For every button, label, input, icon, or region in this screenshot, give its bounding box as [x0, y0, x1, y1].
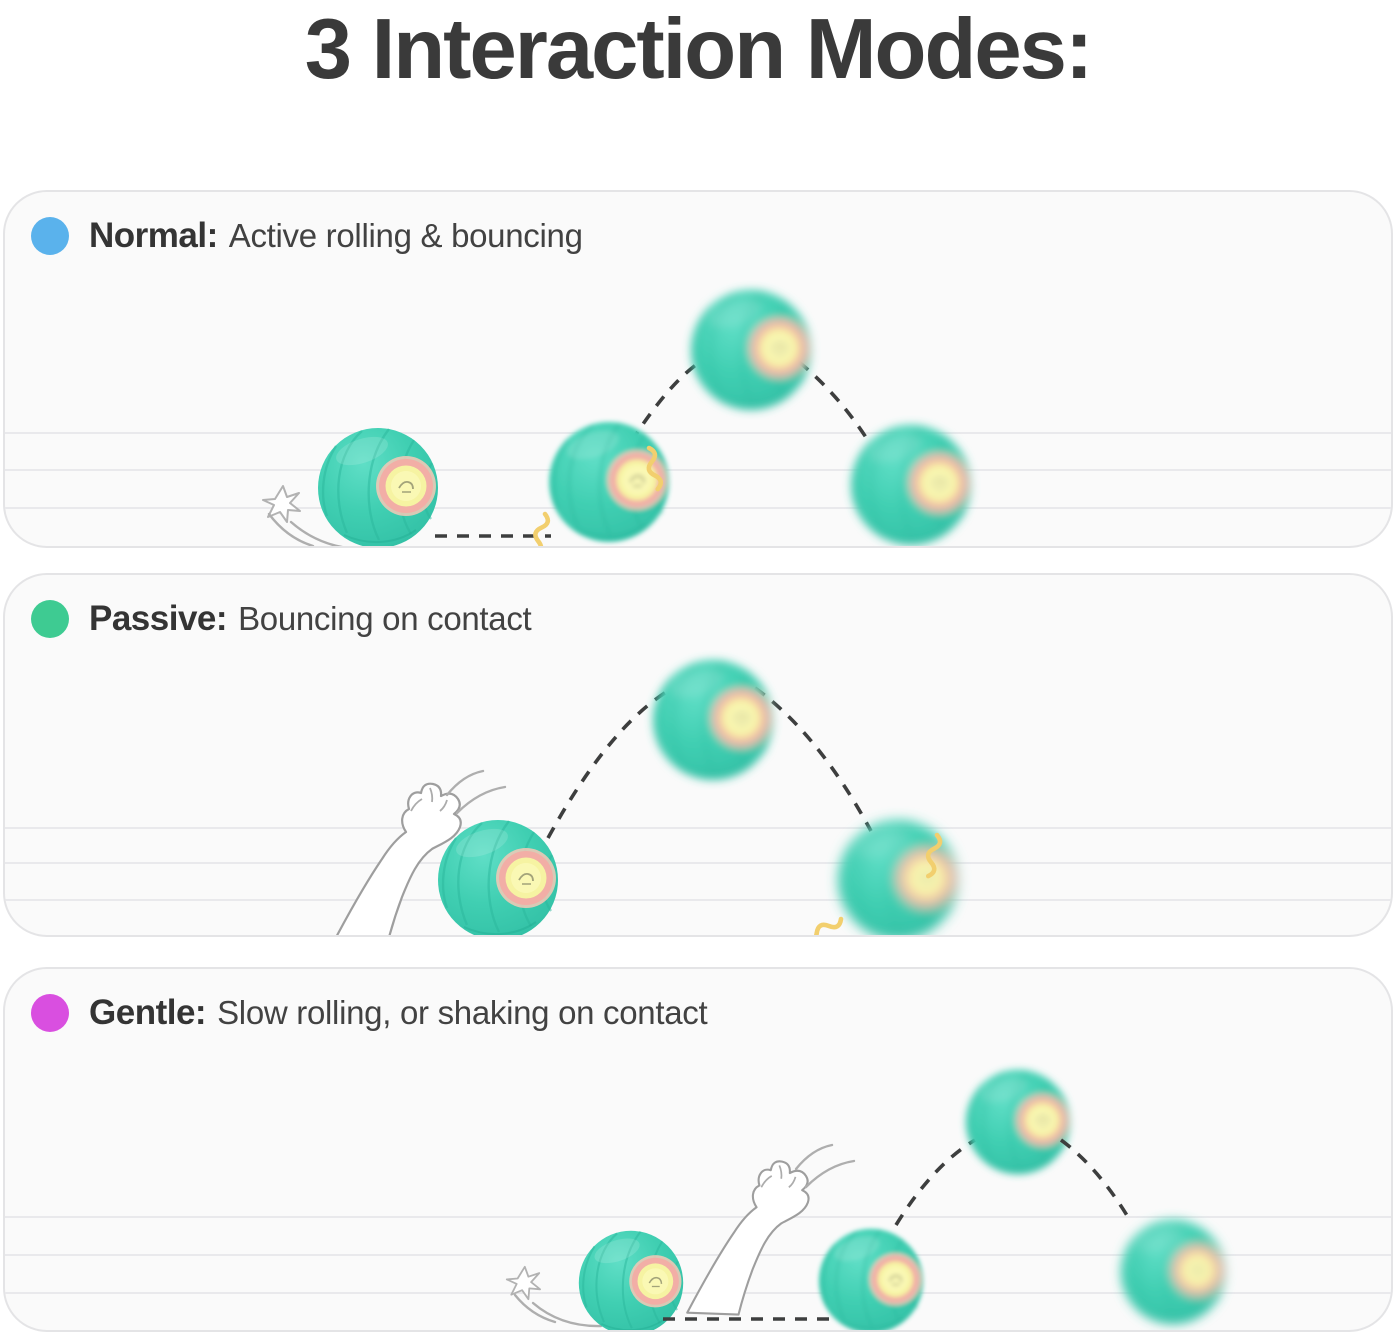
passive-mode-description: Bouncing on contact: [238, 600, 532, 637]
mode-panel-normal: Normal: Active rolling & bouncing: [3, 190, 1393, 548]
passive-mode-header: Passive: Bouncing on contact: [31, 599, 532, 639]
ruled-lines: [5, 432, 1391, 509]
normal-mode-description: Active rolling & bouncing: [228, 217, 583, 254]
normal-mode-illustration: [5, 288, 1391, 546]
cat-paw-icon: [331, 769, 507, 935]
ball-launching-icon: [547, 420, 671, 544]
ball-hit-icon: [436, 818, 560, 935]
bounce-arc-up-dashed-line: [629, 358, 704, 443]
bounce-arc-down-dashed-line: [753, 686, 873, 832]
ball-landing-icon: [849, 423, 973, 546]
gentle-mode-text: Gentle: Slow rolling, or shaking on conta…: [89, 993, 708, 1033]
normal-mode-label: Normal:: [89, 216, 218, 255]
ball-airborne-icon: [964, 1068, 1072, 1176]
ball-rolling-icon: [316, 426, 440, 546]
gentle-mode-label: Gentle:: [89, 993, 207, 1032]
gentle-mode-illustration: [5, 1068, 1391, 1330]
mode-panel-passive: Passive: Bouncing on contact: [3, 573, 1393, 937]
ball-airborne-icon: [689, 288, 813, 412]
motion-poof-icon: [262, 485, 344, 546]
page-title: 3 Interaction Modes:: [304, 2, 1094, 97]
vibration-zigzag-icon: [802, 915, 843, 935]
passive-mode-dot-icon: [31, 600, 69, 638]
ruled-lines: [5, 827, 1391, 901]
gentle-mode-header: Gentle: Slow rolling, or shaking on conta…: [31, 993, 708, 1033]
passive-mode-illustration: [5, 658, 1391, 935]
normal-mode-text: Normal: Active rolling & bouncing: [89, 216, 583, 256]
normal-mode-header: Normal: Active rolling & bouncing: [31, 216, 583, 256]
normal-mode-dot-icon: [31, 217, 69, 255]
gentle-mode-description: Slow rolling, or shaking on contact: [217, 994, 708, 1031]
passive-mode-label: Passive:: [89, 599, 228, 638]
bounce-arc-down-dashed-line: [1059, 1138, 1133, 1223]
mode-panel-gentle: Gentle: Slow rolling, or shaking on conta…: [3, 967, 1393, 1332]
motion-poof-icon: [505, 1265, 603, 1328]
ball-hit-icon: [817, 1227, 925, 1330]
cat-paw-icon: [686, 1143, 856, 1316]
gentle-mode-dot-icon: [31, 994, 69, 1032]
passive-mode-text: Passive: Bouncing on contact: [89, 599, 532, 639]
bounce-arc-up-dashed-line: [894, 1138, 976, 1226]
ball-rolling-icon: [577, 1229, 685, 1330]
ball-airborne-icon: [651, 658, 775, 782]
ball-landing-icon: [1119, 1218, 1227, 1326]
vibration-zigzag-icon: [530, 513, 549, 546]
bounce-arc-down-dashed-line: [797, 360, 871, 443]
